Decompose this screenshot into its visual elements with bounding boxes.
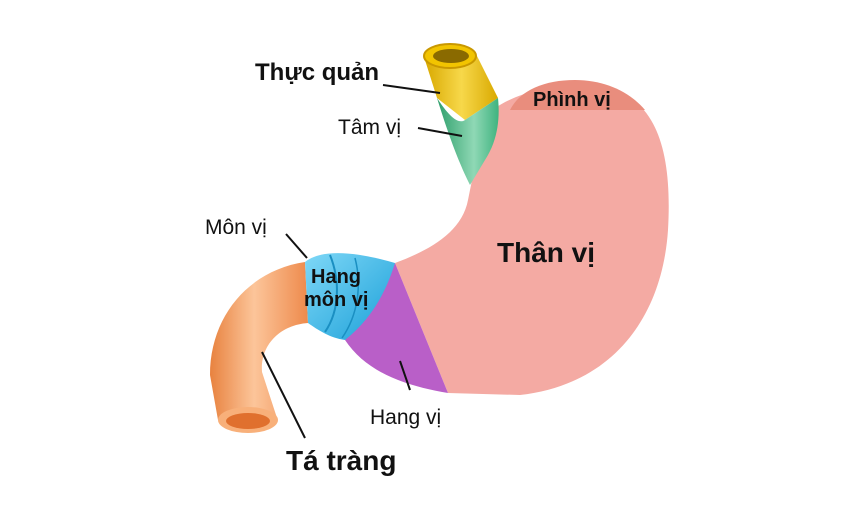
fundus-shape bbox=[510, 80, 645, 110]
duodenum-shape bbox=[210, 262, 308, 433]
ta-trang-leader bbox=[261, 351, 306, 439]
label-mon-vi: Môn vị bbox=[205, 216, 267, 239]
esophagus-shape bbox=[425, 52, 498, 120]
label-hang-mon-vi-line2: môn vị bbox=[304, 289, 368, 311]
label-thuc-quan: Thực quản bbox=[255, 59, 379, 86]
tam-vi-leader bbox=[417, 127, 463, 137]
hang-vi-leader bbox=[399, 360, 411, 391]
duodenum-lumen bbox=[226, 413, 270, 429]
mon-vi-leader bbox=[285, 233, 308, 259]
stomach-body-shape bbox=[395, 85, 669, 395]
pyloric-antrum-shape bbox=[305, 253, 395, 340]
antrum-shape bbox=[345, 263, 448, 393]
label-ta-trang: Tá tràng bbox=[286, 445, 396, 476]
label-hang-mon-vi-line1: Hang bbox=[311, 266, 361, 288]
label-tam-vi: Tâm vị bbox=[338, 116, 401, 139]
label-than-vi: Thân vị bbox=[497, 237, 595, 268]
cardia-shape bbox=[437, 98, 499, 185]
thuc-quan-leader bbox=[382, 84, 441, 94]
label-hang-vi: Hang vị bbox=[370, 406, 441, 429]
label-phinh-vi: Phình vị bbox=[533, 89, 611, 111]
